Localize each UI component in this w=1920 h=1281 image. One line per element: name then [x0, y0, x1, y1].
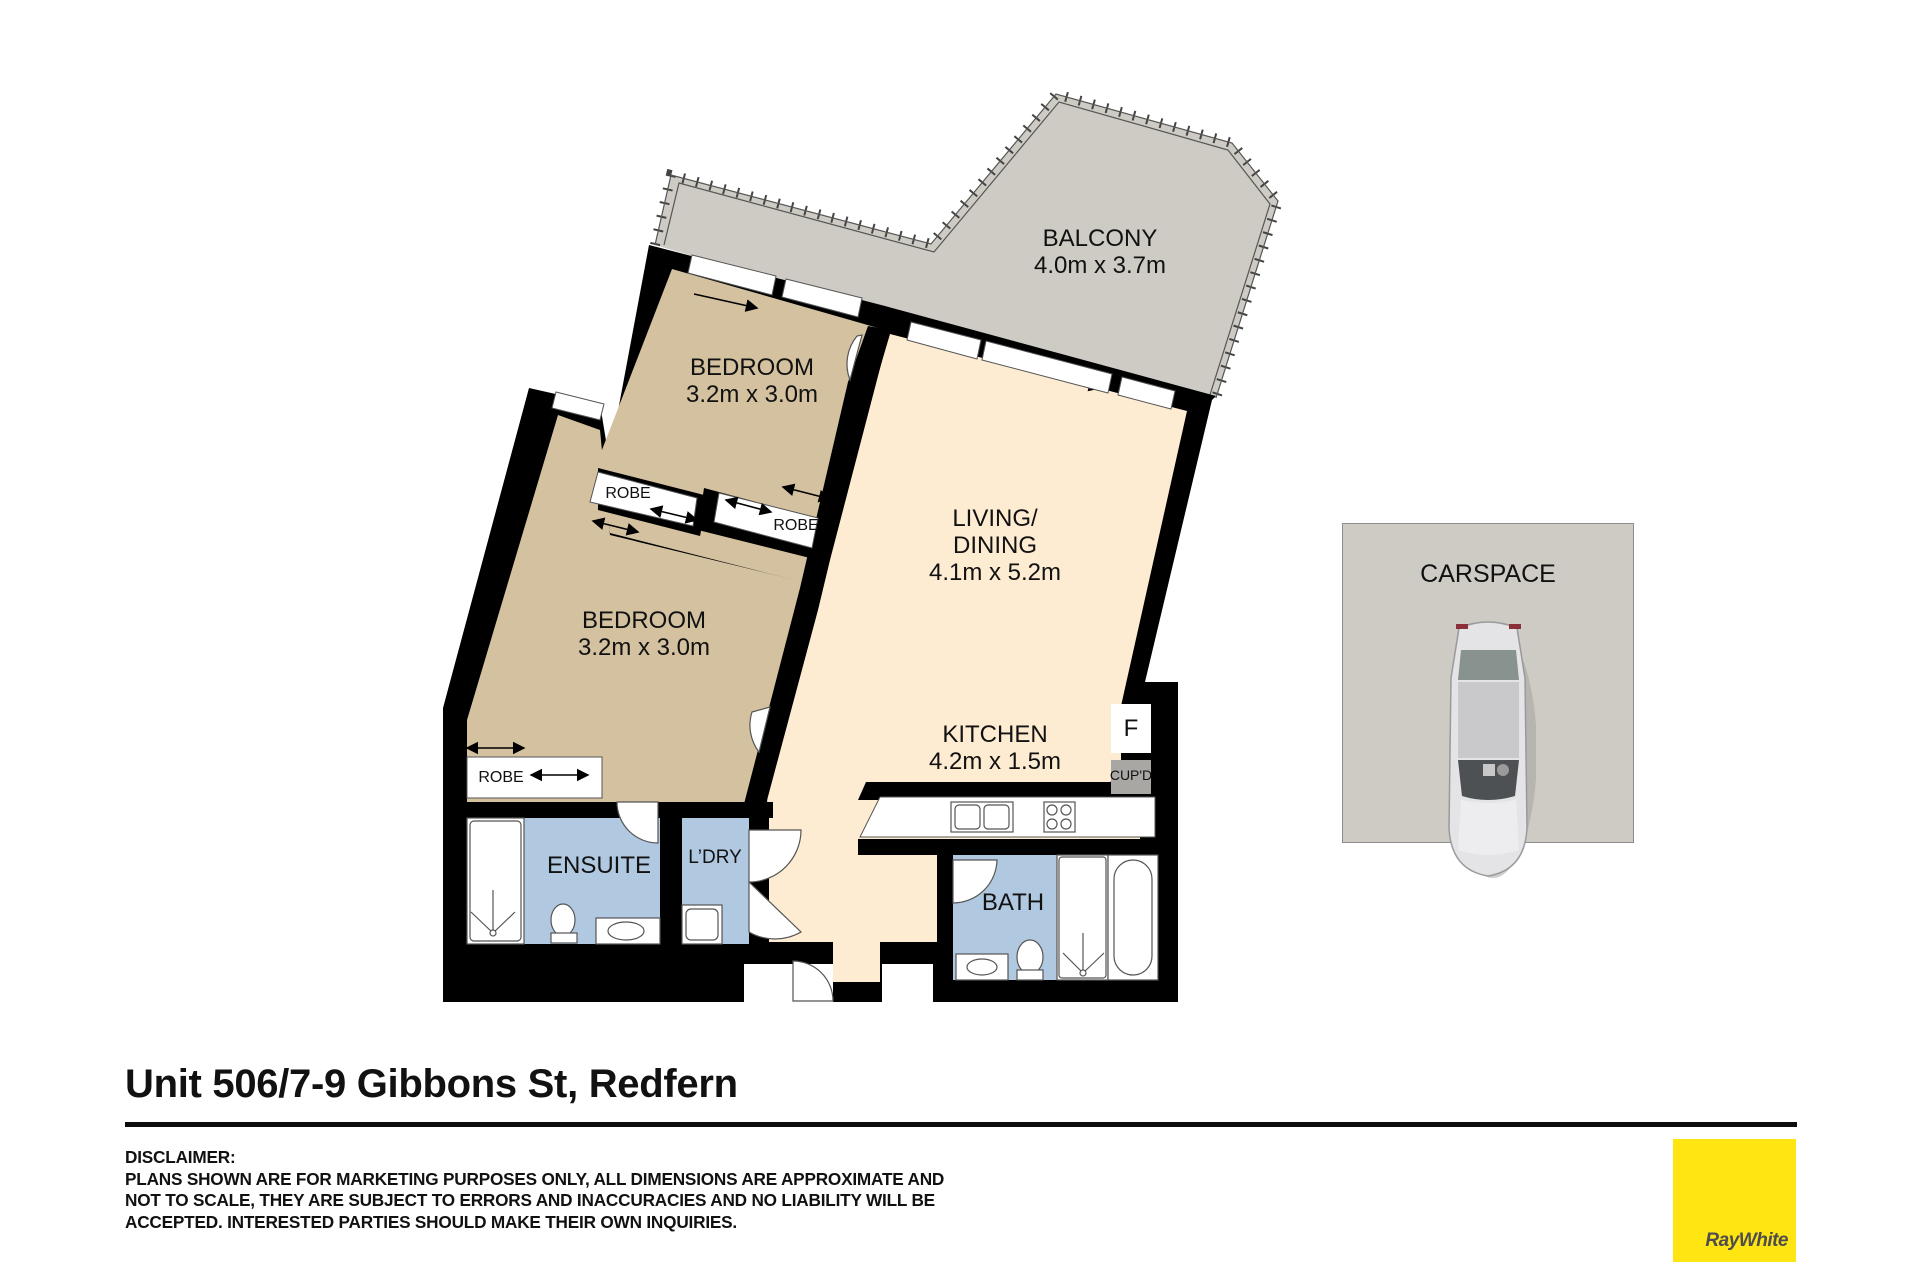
bedroom-1-label: BEDROOM 3.2m x 3.0m	[685, 354, 819, 409]
room-size: 4.1m x 5.2m	[928, 558, 1062, 586]
balcony-label: BALCONY 4.0m x 3.7m	[1033, 225, 1167, 280]
disclaimer-line: ACCEPTED. INTERESTED PARTIES SHOULD MAKE…	[125, 1211, 737, 1232]
doors	[616, 334, 998, 1002]
room-name: KITCHEN	[942, 721, 1048, 748]
bath-fixtures	[955, 854, 1159, 981]
room-name: BEDROOM	[581, 607, 707, 634]
room-name-line-1: LIVING/	[952, 505, 1038, 532]
room-name: BALCONY	[1042, 225, 1158, 252]
car-icon	[1448, 621, 1536, 878]
room-size: 3.2m x 3.0m	[685, 380, 819, 408]
fridge-box	[1111, 704, 1151, 753]
floor-plan	[443, 88, 1284, 1002]
robe-label-1: ROBE	[605, 485, 651, 502]
kitchen-bench	[859, 796, 1156, 838]
robe-label-2: ROBE	[773, 517, 819, 534]
room-name-line-2: DINING	[952, 531, 1037, 559]
cupboard-label: CUP'D	[1109, 767, 1153, 783]
cooktop-icon	[1043, 801, 1076, 833]
windows	[551, 254, 1176, 421]
ensuite-fixtures	[466, 817, 723, 945]
ensuite-label: ENSUITE	[546, 852, 652, 879]
sink-icon	[950, 801, 1014, 833]
disclaimer-heading: DISCLAIMER:	[125, 1147, 236, 1167]
disclaimer-line: PLANS SHOWN ARE FOR MARKETING PURPOSES O…	[125, 1168, 945, 1189]
living-dining-label: LIVING/ DINING 4.1m x 5.2m	[928, 505, 1062, 587]
cupboard-box	[1111, 760, 1151, 794]
carspace-label: CARSPACE	[1420, 560, 1556, 588]
room-size: 4.2m x 1.5m	[928, 747, 1062, 775]
room-size: 4.0m x 3.7m	[1033, 251, 1167, 279]
kitchen-label: KITCHEN 4.2m x 1.5m	[928, 721, 1062, 776]
balcony-area	[650, 88, 1284, 400]
robe-label-3: ROBE	[478, 769, 524, 786]
bedroom-2-floor	[467, 415, 816, 802]
ray-white-logo: RayWhite	[1673, 1139, 1796, 1262]
bedroom-2-label: BEDROOM 3.2m x 3.0m	[577, 607, 711, 662]
bath-label: BATH	[981, 889, 1045, 916]
carspace: CARSPACE	[1342, 523, 1634, 878]
fridge-label: F	[1123, 715, 1139, 742]
logo-text: RayWhite	[1705, 1230, 1788, 1251]
laundry-label: L’DRY	[688, 847, 742, 868]
room-name: BEDROOM	[689, 354, 815, 381]
room-size: 3.2m x 3.0m	[577, 633, 711, 661]
disclaimer-line: NOT TO SCALE, THEY ARE SUBJECT TO ERRORS…	[125, 1190, 935, 1210]
property-address-title: Unit 506/7-9 Gibbons St, Redfern	[125, 1062, 738, 1106]
divider-rule	[125, 1122, 1797, 1127]
disclaimer-block: DISCLAIMER: PLANS SHOWN ARE FOR MARKETIN…	[125, 1147, 1085, 1233]
